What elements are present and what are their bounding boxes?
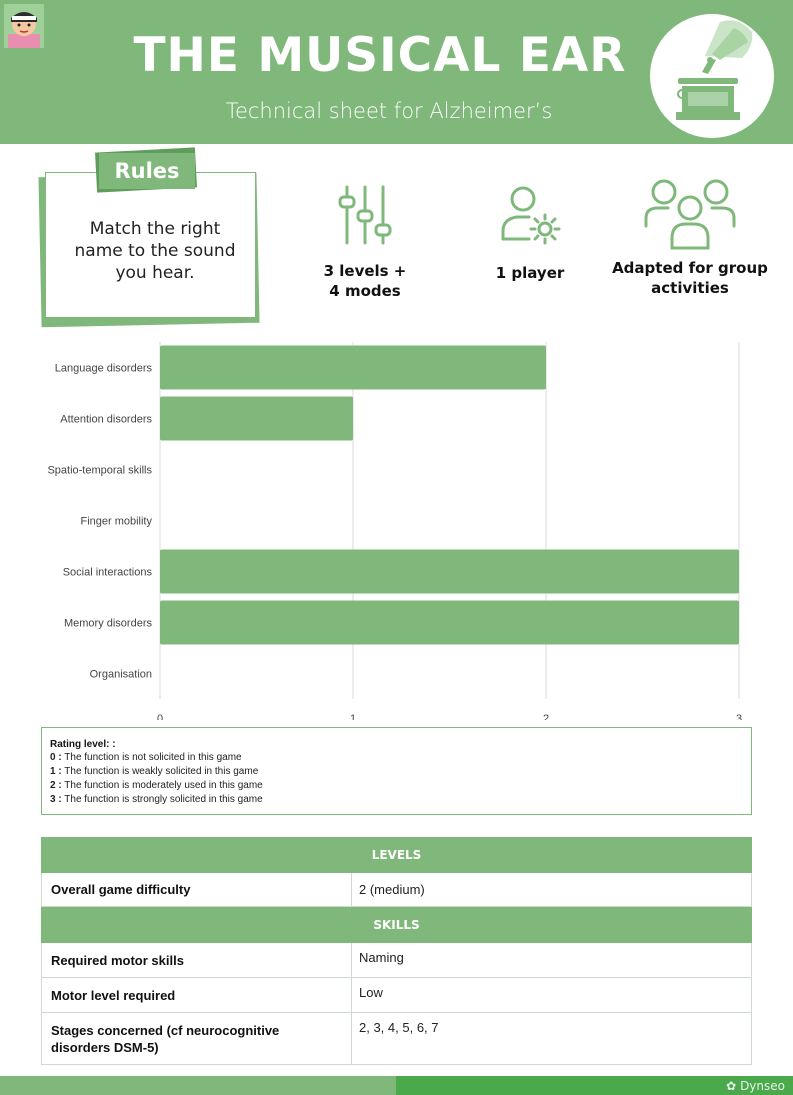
feature-levels: 3 levels + 4 modes bbox=[300, 183, 430, 301]
page-title: THE MUSICAL EAR bbox=[133, 28, 627, 83]
difficulty-value: 2 (medium) bbox=[359, 882, 425, 897]
difficulty-label: Overall game difficulty bbox=[42, 873, 352, 906]
chart-category-label: Social interactions bbox=[63, 567, 153, 579]
feature-group-line1: Adapted for group bbox=[612, 259, 768, 277]
rules-tab: Rules bbox=[95, 147, 197, 193]
feature-levels-line2: 4 modes bbox=[329, 282, 401, 300]
feature-group-line2: activities bbox=[651, 279, 729, 297]
rules-text: Match the right name to the sound you he… bbox=[74, 219, 236, 283]
chart-bar bbox=[160, 396, 353, 441]
chart-category-label: Organisation bbox=[90, 669, 152, 681]
chart-bar bbox=[160, 549, 739, 594]
table-row: Motor level required Low bbox=[41, 978, 752, 1013]
info-table: LEVELS Overall game difficulty 2 (medium… bbox=[41, 837, 752, 1065]
rating-legend-item: 0 : The function is not solicited in thi… bbox=[50, 752, 242, 763]
gramophone-icon bbox=[676, 20, 753, 120]
skills-row-label: Stages concerned (cf neurocognitive diso… bbox=[42, 1013, 352, 1064]
levels-header: LEVELS bbox=[41, 837, 752, 873]
chart-tick-label: 2 bbox=[543, 713, 549, 720]
brand-name: Dynseo bbox=[740, 1079, 785, 1093]
chart-category-label: Attention disorders bbox=[60, 414, 152, 426]
chart-category-label: Language disorders bbox=[55, 363, 153, 375]
skills-row-value: Naming bbox=[359, 950, 404, 965]
chart-bar bbox=[160, 600, 739, 645]
chart-category-label: Finger mobility bbox=[80, 516, 152, 528]
header-banner: THE MUSICAL EAR Technical sheet for Alzh… bbox=[0, 0, 793, 144]
table-row: Overall game difficulty 2 (medium) bbox=[41, 873, 752, 907]
brand-logo: ✿ Dynseo bbox=[726, 1079, 785, 1093]
skills-header: SKILLS bbox=[41, 907, 752, 943]
footer-bar-right bbox=[396, 1076, 793, 1095]
rating-legend-item: 3 : The function is strongly solicited i… bbox=[50, 794, 263, 805]
rating-legend-item: 2 : The function is moderately used in t… bbox=[50, 780, 263, 791]
chart-tick-label: 0 bbox=[157, 713, 163, 720]
rating-legend-title: Rating level: : bbox=[50, 739, 116, 750]
chart-tick-label: 3 bbox=[736, 713, 742, 720]
skills-row-label: Required motor skills bbox=[42, 943, 352, 977]
group-icon bbox=[644, 179, 736, 250]
footer-bar-left bbox=[0, 1076, 396, 1095]
skills-row-value: Low bbox=[359, 985, 383, 1000]
sliders-icon bbox=[338, 185, 392, 245]
feature-group: Adapted for group activities bbox=[612, 178, 768, 298]
chart-category-label: Memory disorders bbox=[64, 618, 153, 630]
feature-levels-line1: 3 levels + bbox=[323, 262, 407, 280]
chart-category-label: Spatio-temporal skills bbox=[47, 465, 152, 477]
table-row: Required motor skills Naming bbox=[41, 943, 752, 978]
chart-tick-label: 1 bbox=[350, 713, 356, 720]
feature-players: 1 player bbox=[470, 183, 590, 283]
brain-icon: ✿ bbox=[726, 1079, 737, 1093]
gramophone-logo bbox=[650, 14, 774, 138]
skills-row-value: 2, 3, 4, 5, 6, 7 bbox=[359, 1020, 439, 1035]
rating-legend-item: 1 : The function is weakly solicited in … bbox=[50, 766, 259, 777]
table-row: Stages concerned (cf neurocognitive diso… bbox=[41, 1013, 752, 1065]
rules-tab-label: Rules bbox=[99, 153, 195, 189]
chart-bar bbox=[160, 345, 546, 390]
skills-row-label: Motor level required bbox=[42, 978, 352, 1012]
page-subtitle: Technical sheet for Alzheimer’s bbox=[225, 99, 553, 123]
user-gear-icon bbox=[501, 186, 561, 245]
avatar-icon bbox=[4, 4, 44, 48]
rating-legend: Rating level: : 0 : The function is not … bbox=[41, 727, 752, 815]
feature-players-label: 1 player bbox=[495, 264, 565, 282]
rules-card: Rules Match the right name to the sound … bbox=[38, 147, 260, 330]
